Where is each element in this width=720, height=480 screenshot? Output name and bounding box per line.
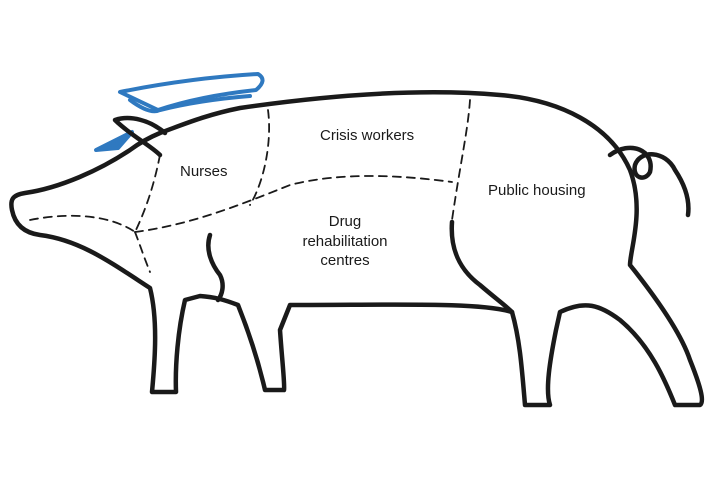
label-public-housing: Public housing: [488, 182, 586, 199]
nurse-cap-icon: [94, 72, 265, 152]
label-crisis-workers: Crisis workers: [320, 127, 415, 144]
label-drug-rehabilitation: Drug rehabilitation centres: [302, 213, 388, 269]
cut-lines: [29, 99, 471, 273]
pig-outline: [9, 90, 705, 408]
label-nurses: Nurses: [180, 163, 228, 180]
